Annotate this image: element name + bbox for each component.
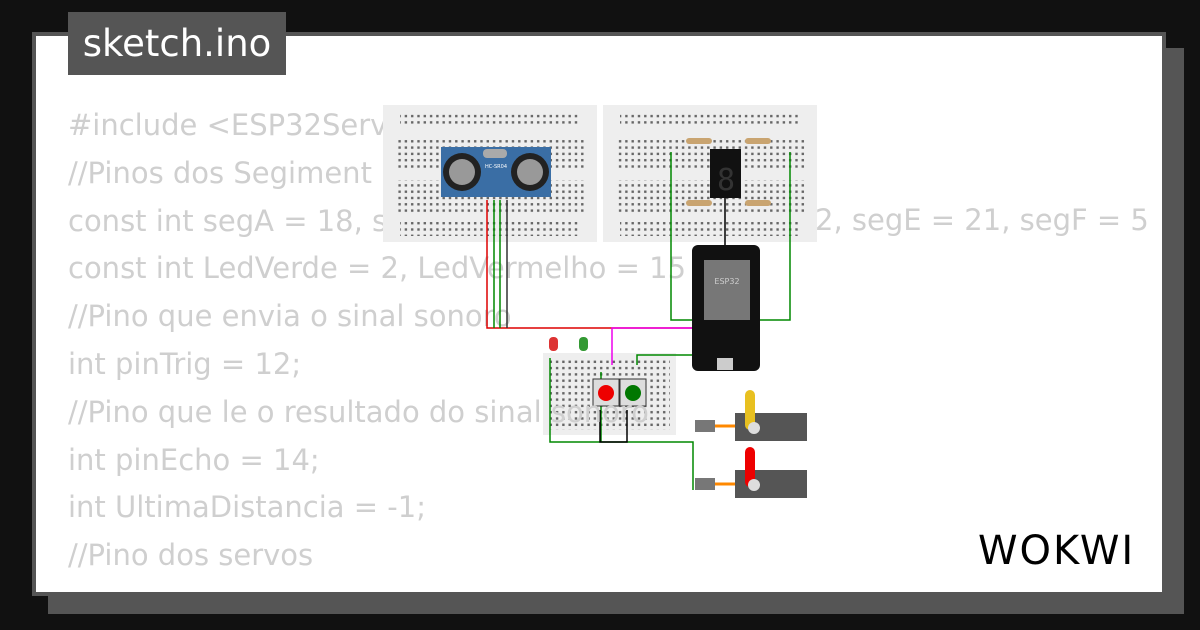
seven-segment-display: 8 bbox=[710, 149, 741, 198]
svg-text:8: 8 bbox=[717, 163, 735, 198]
code-preview: #include <ESP32Serv //Pinos dos Segiment c… bbox=[68, 102, 686, 580]
code-line: //Pino que envia o sinal sonoro bbox=[68, 299, 512, 334]
esp32-board: ESP32 bbox=[692, 245, 760, 371]
ultrasonic-sensor: HC-SR04 bbox=[441, 147, 551, 197]
servo-2 bbox=[695, 447, 807, 498]
code-fragment: 2, segE = 21, segF = 5 bbox=[815, 203, 1149, 237]
push-buttons bbox=[592, 378, 647, 407]
code-line: #include <ESP32Serv bbox=[68, 108, 388, 142]
file-tab: sketch.ino bbox=[68, 12, 286, 75]
breadboard-small bbox=[543, 353, 676, 435]
mcu-label: ESP32 bbox=[714, 277, 739, 286]
code-line: int pinEcho = 14; bbox=[68, 442, 320, 477]
preview-card: #include <ESP32Serv //Pinos dos Segiment c… bbox=[32, 32, 1166, 596]
code-line: int pinTrig = 12; bbox=[68, 346, 302, 381]
code-line: //Pino que le o resultado do sinal sonor… bbox=[68, 394, 649, 429]
code-line: int UltimaDistancia = -1; bbox=[68, 490, 426, 525]
leds bbox=[549, 337, 588, 351]
resistors bbox=[686, 138, 771, 206]
code-line: //Pino dos servos bbox=[68, 538, 314, 573]
code-line: const int LedVerde = 2, LedVermelho = 15 bbox=[68, 251, 687, 286]
code-line: //Pinos dos Segiment bbox=[68, 155, 372, 190]
servo-1 bbox=[695, 390, 807, 441]
sensor-label: HC-SR04 bbox=[485, 164, 507, 170]
wokwi-logo: WOKWI bbox=[978, 528, 1136, 574]
